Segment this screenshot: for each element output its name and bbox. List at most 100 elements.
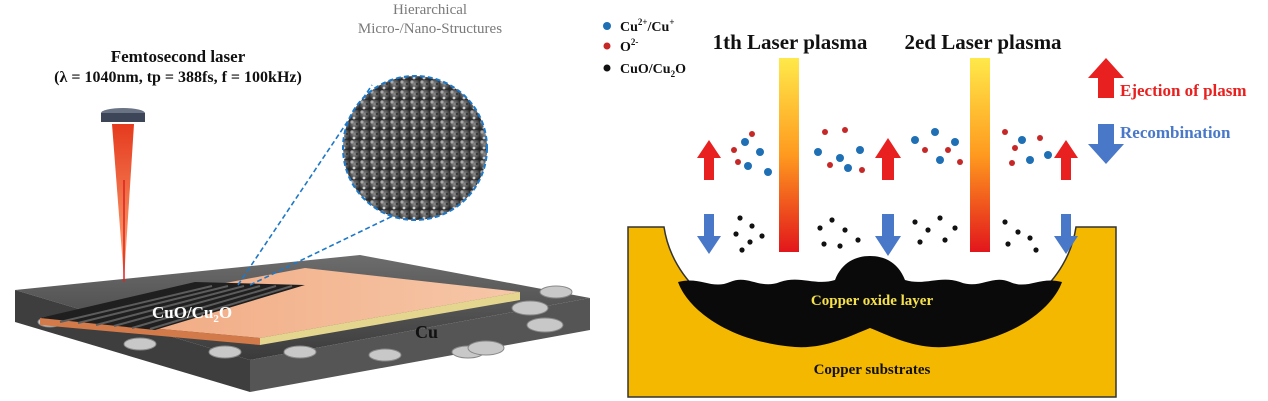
plasma2-beam: [970, 58, 990, 252]
cu-ion: [931, 128, 939, 136]
oxide-particle: [739, 247, 745, 253]
recombination-arrows: [697, 214, 1078, 256]
recombination-arrow: [1054, 214, 1078, 254]
structure-label-line2: Micro-/Nano-Structures: [358, 21, 502, 37]
cu-ion: [844, 164, 852, 172]
plate-hole: [368, 348, 402, 362]
legend-dot-oxide: [603, 64, 611, 72]
ejection-arrow: [1054, 140, 1078, 180]
right-panel: Cu2+/Cu+ O2- CuO/Cu2O 1th Laser plasma 2…: [603, 17, 1247, 398]
plasma1-label: 1th Laser plasma: [713, 30, 868, 54]
oxide-particle: [759, 233, 765, 239]
plate-hole: [526, 317, 564, 333]
oxide-label-sub: 2: [213, 313, 219, 325]
oxide-particles: [733, 215, 1039, 253]
o-ion: [945, 147, 951, 153]
oxide-particle: [917, 239, 923, 245]
ejection-label: Ejection of plasm: [1120, 81, 1247, 100]
oxide-particle: [937, 215, 943, 221]
recombination-label: Recombination: [1120, 123, 1231, 142]
oxide-particle: [842, 227, 848, 233]
surface-wave: [672, 268, 835, 273]
oxide-particle: [942, 237, 948, 243]
o-ion: [735, 159, 741, 165]
o-ion: [749, 131, 755, 137]
ejection-arrow: [697, 140, 721, 180]
legend-label-oxide: CuO/Cu2O: [620, 62, 686, 79]
legend-label-oxygen-ion: O2-: [620, 37, 638, 55]
plate-hole: [539, 285, 573, 299]
cu-ion: [814, 148, 822, 156]
cu-ion: [1018, 136, 1026, 144]
base-plate-front: [250, 298, 590, 392]
plate-hole: [511, 300, 549, 316]
o-ion: [842, 127, 848, 133]
o-ion: [1002, 129, 1008, 135]
cu-ion: [936, 156, 944, 164]
plate-holes: [37, 285, 573, 362]
cu-ion: [1026, 156, 1034, 164]
sem-image-circle: [342, 75, 488, 221]
oxide-label-end: O: [219, 303, 232, 322]
laser-track: [131, 285, 277, 329]
cu-ion: [951, 138, 959, 146]
zoom-line: [249, 197, 431, 286]
legend-dot-cu-ion: [603, 22, 611, 30]
ejection-arrows: [697, 138, 1078, 180]
oxide-layer-label: Copper oxide layer: [811, 293, 934, 309]
laser-track: [113, 285, 261, 327]
laser-track: [149, 285, 293, 330]
o-ion: [1037, 135, 1043, 141]
structure-label-line1: Hierarchical: [393, 2, 467, 18]
laser-track: [77, 285, 229, 324]
cu-ion: [744, 162, 752, 170]
oxide-particle: [837, 243, 843, 249]
oxide-particle: [925, 227, 931, 233]
o-ion: [859, 167, 865, 173]
ejection-arrow: [875, 138, 901, 180]
left-panel: Femtosecond laser (λ = 1040nm, tp = 388f…: [15, 2, 590, 392]
plate-hole: [208, 345, 242, 359]
oxide-particle: [855, 237, 861, 243]
laser-head-body: [101, 113, 145, 122]
oxide-particle: [912, 219, 918, 225]
o-ion: [1012, 145, 1018, 151]
o-ion: [957, 159, 963, 165]
recombination-arrow: [697, 214, 721, 254]
substrate-label: Copper substrates: [814, 362, 931, 378]
oxide-particle: [821, 241, 827, 247]
legend-label-cu-ion: Cu2+/Cu+: [620, 17, 674, 35]
oxide-label-main: CuO/Cu: [152, 303, 213, 322]
o-ion: [922, 147, 928, 153]
cu-ion: [1044, 151, 1052, 159]
cu-ion: [856, 146, 864, 154]
oxide-particle: [1015, 229, 1021, 235]
plasma1-beam: [779, 58, 799, 252]
copper-plate-right-edge: [260, 292, 520, 345]
laser-track: [59, 285, 213, 323]
plate-hole: [123, 337, 157, 351]
plasma2-label: 2ed Laser plasma: [904, 30, 1062, 54]
cu-ion: [741, 138, 749, 146]
laser-title: Femtosecond laser: [111, 47, 246, 66]
metal-label: Cu: [415, 322, 438, 342]
laser-track: [95, 285, 245, 326]
cu-ion: [911, 136, 919, 144]
laser-cone: [112, 124, 134, 280]
oxide-particle: [737, 215, 743, 221]
cu-ion: [836, 154, 844, 162]
oxide-particle: [733, 231, 739, 237]
oxide-region: [40, 282, 305, 330]
oxide-particle: [747, 239, 753, 245]
o-ion: [827, 162, 833, 168]
oxide-particle: [1027, 235, 1033, 241]
ejection-legend-arrow: [1088, 58, 1124, 98]
oxide-particle: [829, 217, 835, 223]
oxide-particle: [817, 225, 823, 231]
o-ion: [822, 129, 828, 135]
ion-particles: [731, 127, 1052, 176]
plate-hole: [467, 340, 505, 356]
legend: Cu2+/Cu+ O2- CuO/Cu2O: [603, 17, 686, 79]
legend-dot-oxygen-ion: [603, 42, 611, 50]
